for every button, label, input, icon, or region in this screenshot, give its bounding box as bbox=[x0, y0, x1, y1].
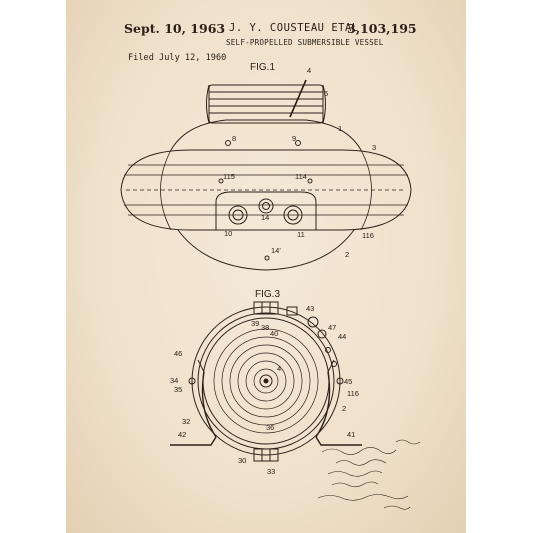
fig3-ref-46: 46 bbox=[174, 349, 182, 358]
fig3-side-fittings bbox=[188, 306, 344, 385]
fig3-top-hatch bbox=[253, 301, 279, 315]
fig3-ref-36: 36 bbox=[266, 423, 274, 432]
patent-number: 3,103,195 bbox=[347, 21, 417, 36]
fig3-ref-33: 33 bbox=[267, 467, 275, 476]
fig3-ref-30: 30 bbox=[238, 456, 246, 465]
fig3-ref-4: 4 bbox=[277, 364, 281, 373]
fig3-left-leg bbox=[170, 359, 217, 446]
fig3-ref-41: 41 bbox=[347, 430, 355, 439]
porthole-left-icon bbox=[228, 205, 248, 225]
fig1-ref-8: 8 bbox=[232, 134, 236, 143]
fig3-ref-116: 116 bbox=[347, 389, 359, 398]
figure-3-label: FIG.3 bbox=[255, 289, 281, 300]
fig1-upper-dome bbox=[170, 119, 362, 151]
fig3-ref-45: 45 bbox=[344, 377, 352, 386]
fig1-reference-numerals: 4 5 1 8 9 3 115 114 10 14 11 116 14' 2 bbox=[223, 66, 376, 259]
fig3-ref-42: 42 bbox=[178, 430, 186, 439]
fig3-right-leg bbox=[315, 359, 362, 446]
fig3-ref-43: 43 bbox=[306, 304, 314, 313]
filed-date: Filed July 12, 1960 bbox=[128, 53, 227, 63]
fig1-ref-114: 114 bbox=[295, 172, 307, 181]
fig3-ref-32: 32 bbox=[182, 417, 190, 426]
fig1-hatch bbox=[206, 79, 326, 124]
fig1-front-panel bbox=[215, 191, 317, 230]
patent-sheet: Sept. 10, 1963 J. Y. COUSTEAU ETAL 3,103… bbox=[66, 0, 466, 533]
fig1-ref-1: 1 bbox=[338, 124, 342, 133]
fig1-ref-116: 116 bbox=[362, 231, 374, 240]
fig3-center-hub bbox=[259, 374, 273, 388]
fig3-ref-2: 2 bbox=[342, 404, 346, 413]
fig1-ref-5: 5 bbox=[324, 89, 328, 98]
fig1-hull bbox=[120, 149, 412, 231]
porthole-right-icon bbox=[283, 205, 303, 225]
fig1-ref-2: 2 bbox=[345, 250, 349, 259]
fig3-ref-34: 34 bbox=[170, 376, 178, 385]
fig3-ref-35: 35 bbox=[174, 385, 182, 394]
fig3-ref-44: 44 bbox=[338, 332, 346, 341]
fig3-reference-numerals: 43 39 38 40 47 44 46 34 35 4 45 116 2 32… bbox=[170, 304, 359, 476]
fig1-ref-14: 14 bbox=[261, 213, 269, 222]
fig3-ref-39: 39 bbox=[251, 319, 259, 328]
fig1-ref-9: 9 bbox=[292, 134, 296, 143]
fig1-ref-115: 115 bbox=[223, 172, 235, 181]
porthole-center-icon bbox=[258, 198, 274, 214]
fig3-concentric-dome bbox=[213, 328, 319, 434]
inventor-name: J. Y. COUSTEAU ETAL bbox=[229, 22, 359, 34]
fig1-lower-hull bbox=[177, 229, 355, 271]
fig1-small-lights bbox=[218, 140, 313, 261]
fig1-ref-11: 11 bbox=[297, 230, 305, 239]
fig1-ref-14-prime: 14' bbox=[271, 246, 281, 255]
patent-drawing: 4 5 1 8 9 3 115 114 10 14 11 116 14' 2 bbox=[120, 66, 421, 510]
fig3-ref-40: 40 bbox=[270, 329, 278, 338]
figure-1-label: FIG.1 bbox=[250, 62, 276, 73]
fig1-ref-4: 4 bbox=[307, 66, 311, 75]
fig1-vessel bbox=[120, 79, 412, 271]
patent-title: SELF-PROPELLED SUBMERSIBLE VESSEL bbox=[226, 38, 384, 47]
fig1-ref-10: 10 bbox=[224, 229, 232, 238]
fig3-bottom-hatch bbox=[253, 448, 279, 462]
fig1-ref-3: 3 bbox=[372, 143, 376, 152]
inventor-signatures bbox=[317, 439, 421, 510]
fig3-vessel bbox=[170, 301, 362, 462]
fig3-ref-47: 47 bbox=[328, 323, 336, 332]
patent-date: Sept. 10, 1963 bbox=[124, 21, 226, 36]
fig3-ref-38: 38 bbox=[261, 323, 269, 332]
